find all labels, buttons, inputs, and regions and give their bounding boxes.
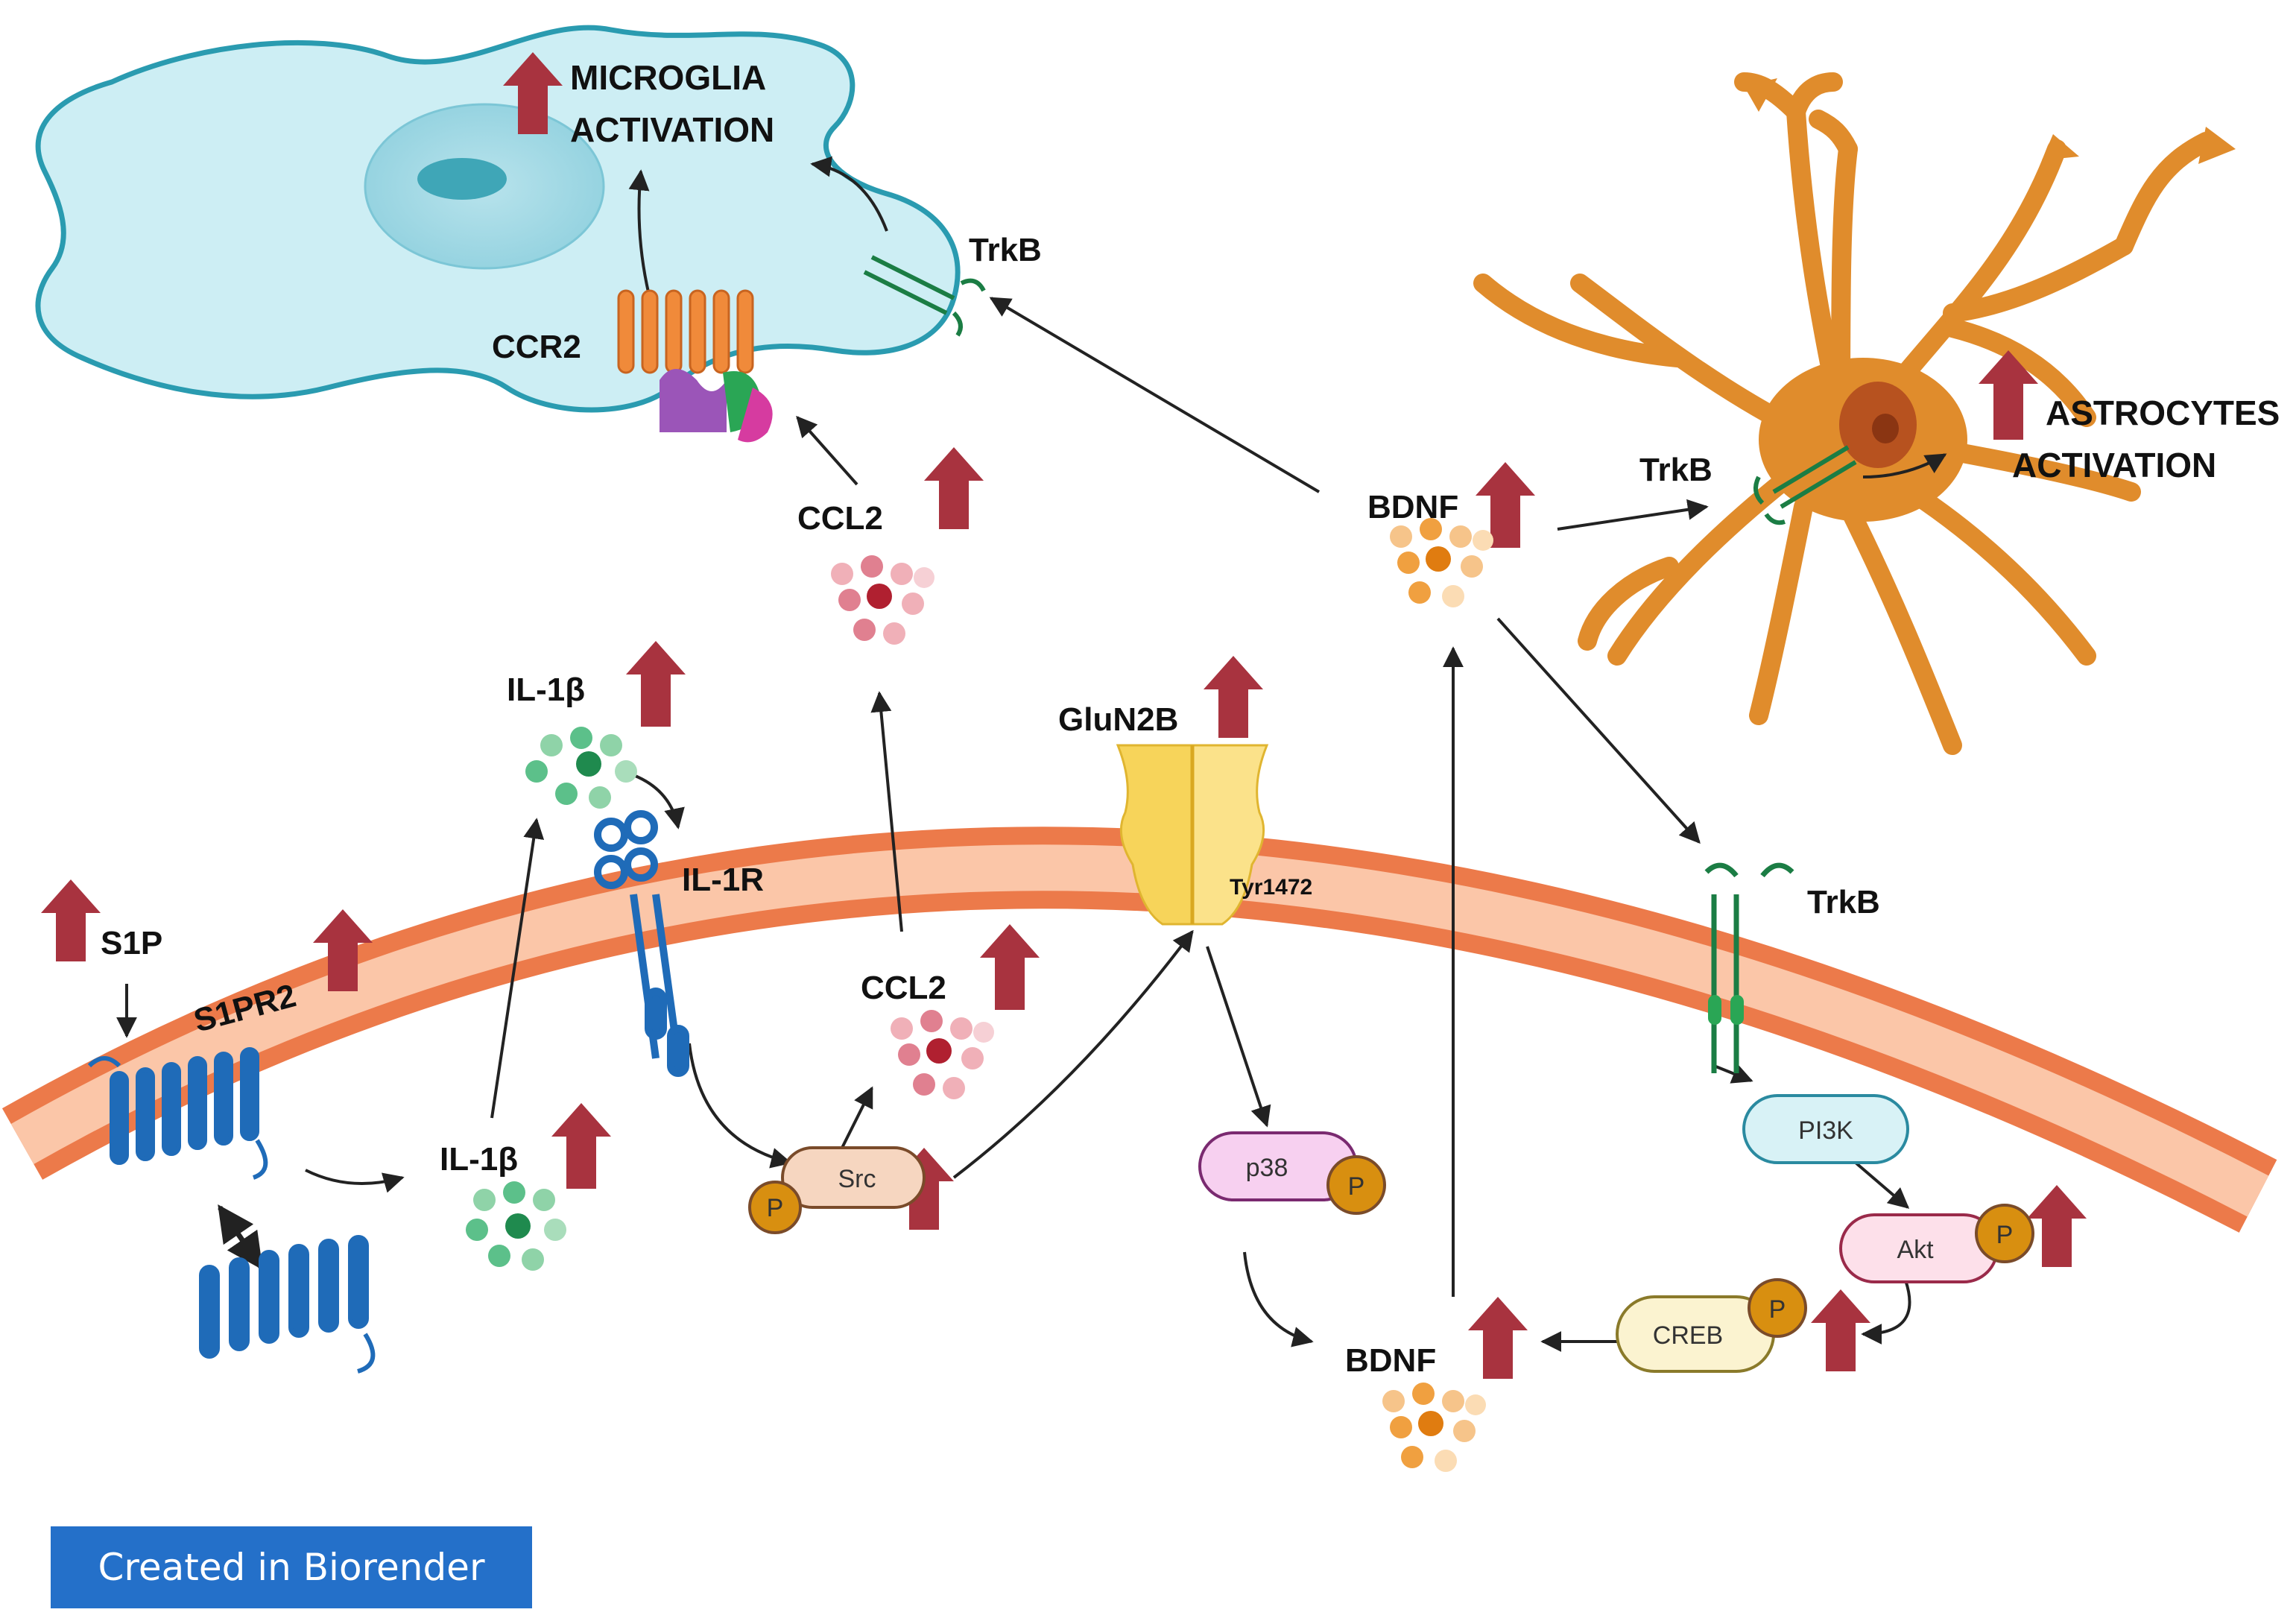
il1r-receptor <box>594 810 689 1077</box>
ccl2-top-label: CCL2 <box>797 500 883 537</box>
bdnf-cluster-bottom <box>1382 1383 1486 1472</box>
il1r-label: IL-1R <box>682 862 764 898</box>
ccl2-cluster-mid <box>891 1010 994 1099</box>
p38-kinase: p38 P <box>1198 1131 1386 1215</box>
glun2b-label: GluN2B <box>1058 701 1178 738</box>
creb-factor: CREB P <box>1616 1278 1807 1373</box>
src-phospho: P <box>767 1194 784 1222</box>
astrocytes-activation-line1: ASTROCYTES <box>2046 394 2280 432</box>
created-in-biorender-badge: Created in Biorender <box>51 1526 532 1608</box>
microglia-activation-line2: ACTIVATION <box>570 110 774 149</box>
microglia-activation-line1: MICROGLIA <box>570 58 766 97</box>
akt-label: Akt <box>1897 1236 1934 1264</box>
s1pr2-internalized <box>199 1235 376 1374</box>
ccr2-receptor <box>617 289 773 443</box>
bdnf-bottom-label: BDNF <box>1345 1342 1436 1379</box>
astrocyte-cell <box>1473 72 2236 755</box>
src-kinase: Src P <box>748 1146 926 1234</box>
creb-label: CREB <box>1653 1321 1723 1350</box>
p38-phospho: P <box>1348 1172 1365 1201</box>
akt-kinase: Akt P <box>1839 1204 2034 1283</box>
il1b-top-label: IL-1β <box>507 672 585 708</box>
cell-membrane <box>1 827 2277 1233</box>
creb-phospho: P <box>1769 1295 1786 1324</box>
glun2b-receptor <box>1116 744 1269 926</box>
pi3k-label: PI3K <box>1798 1116 1853 1145</box>
il1b-cluster-bottom <box>466 1181 566 1271</box>
tyr1472-label: Tyr1472 <box>1230 875 1312 900</box>
ccl2-cluster-top <box>831 555 934 645</box>
astrocytes-activation-line2: ACTIVATION <box>2012 446 2216 484</box>
trkb-microglia-label: TrkB <box>969 232 1042 268</box>
trkb-membrane-label: TrkB <box>1807 884 1880 920</box>
bdnf-cluster-top <box>1390 518 1493 607</box>
trkb-astro-label: TrkB <box>1639 452 1712 488</box>
s1pr2-receptor <box>87 1047 268 1180</box>
s1p-label: S1P <box>101 925 162 961</box>
increase-arrows <box>41 52 2087 1379</box>
bdnf-top-label: BDNF <box>1367 489 1458 525</box>
src-label: Src <box>838 1165 876 1193</box>
s1pr2-exchange-arrow <box>218 1204 263 1271</box>
ccl2-mid-label: CCL2 <box>861 970 946 1006</box>
akt-phospho: P <box>1996 1221 2014 1249</box>
trkb-membrane-receptor <box>1704 862 1794 1073</box>
trkb-astro-receptor <box>1753 445 1857 525</box>
pi3k-kinase: PI3K <box>1742 1094 1909 1164</box>
il1b-bottom-label: IL-1β <box>440 1141 518 1178</box>
ccr2-label: CCR2 <box>492 329 581 365</box>
il1b-cluster-top <box>525 727 637 809</box>
p38-label: p38 <box>1246 1154 1288 1182</box>
trkb-microglia-receptor <box>863 255 986 337</box>
